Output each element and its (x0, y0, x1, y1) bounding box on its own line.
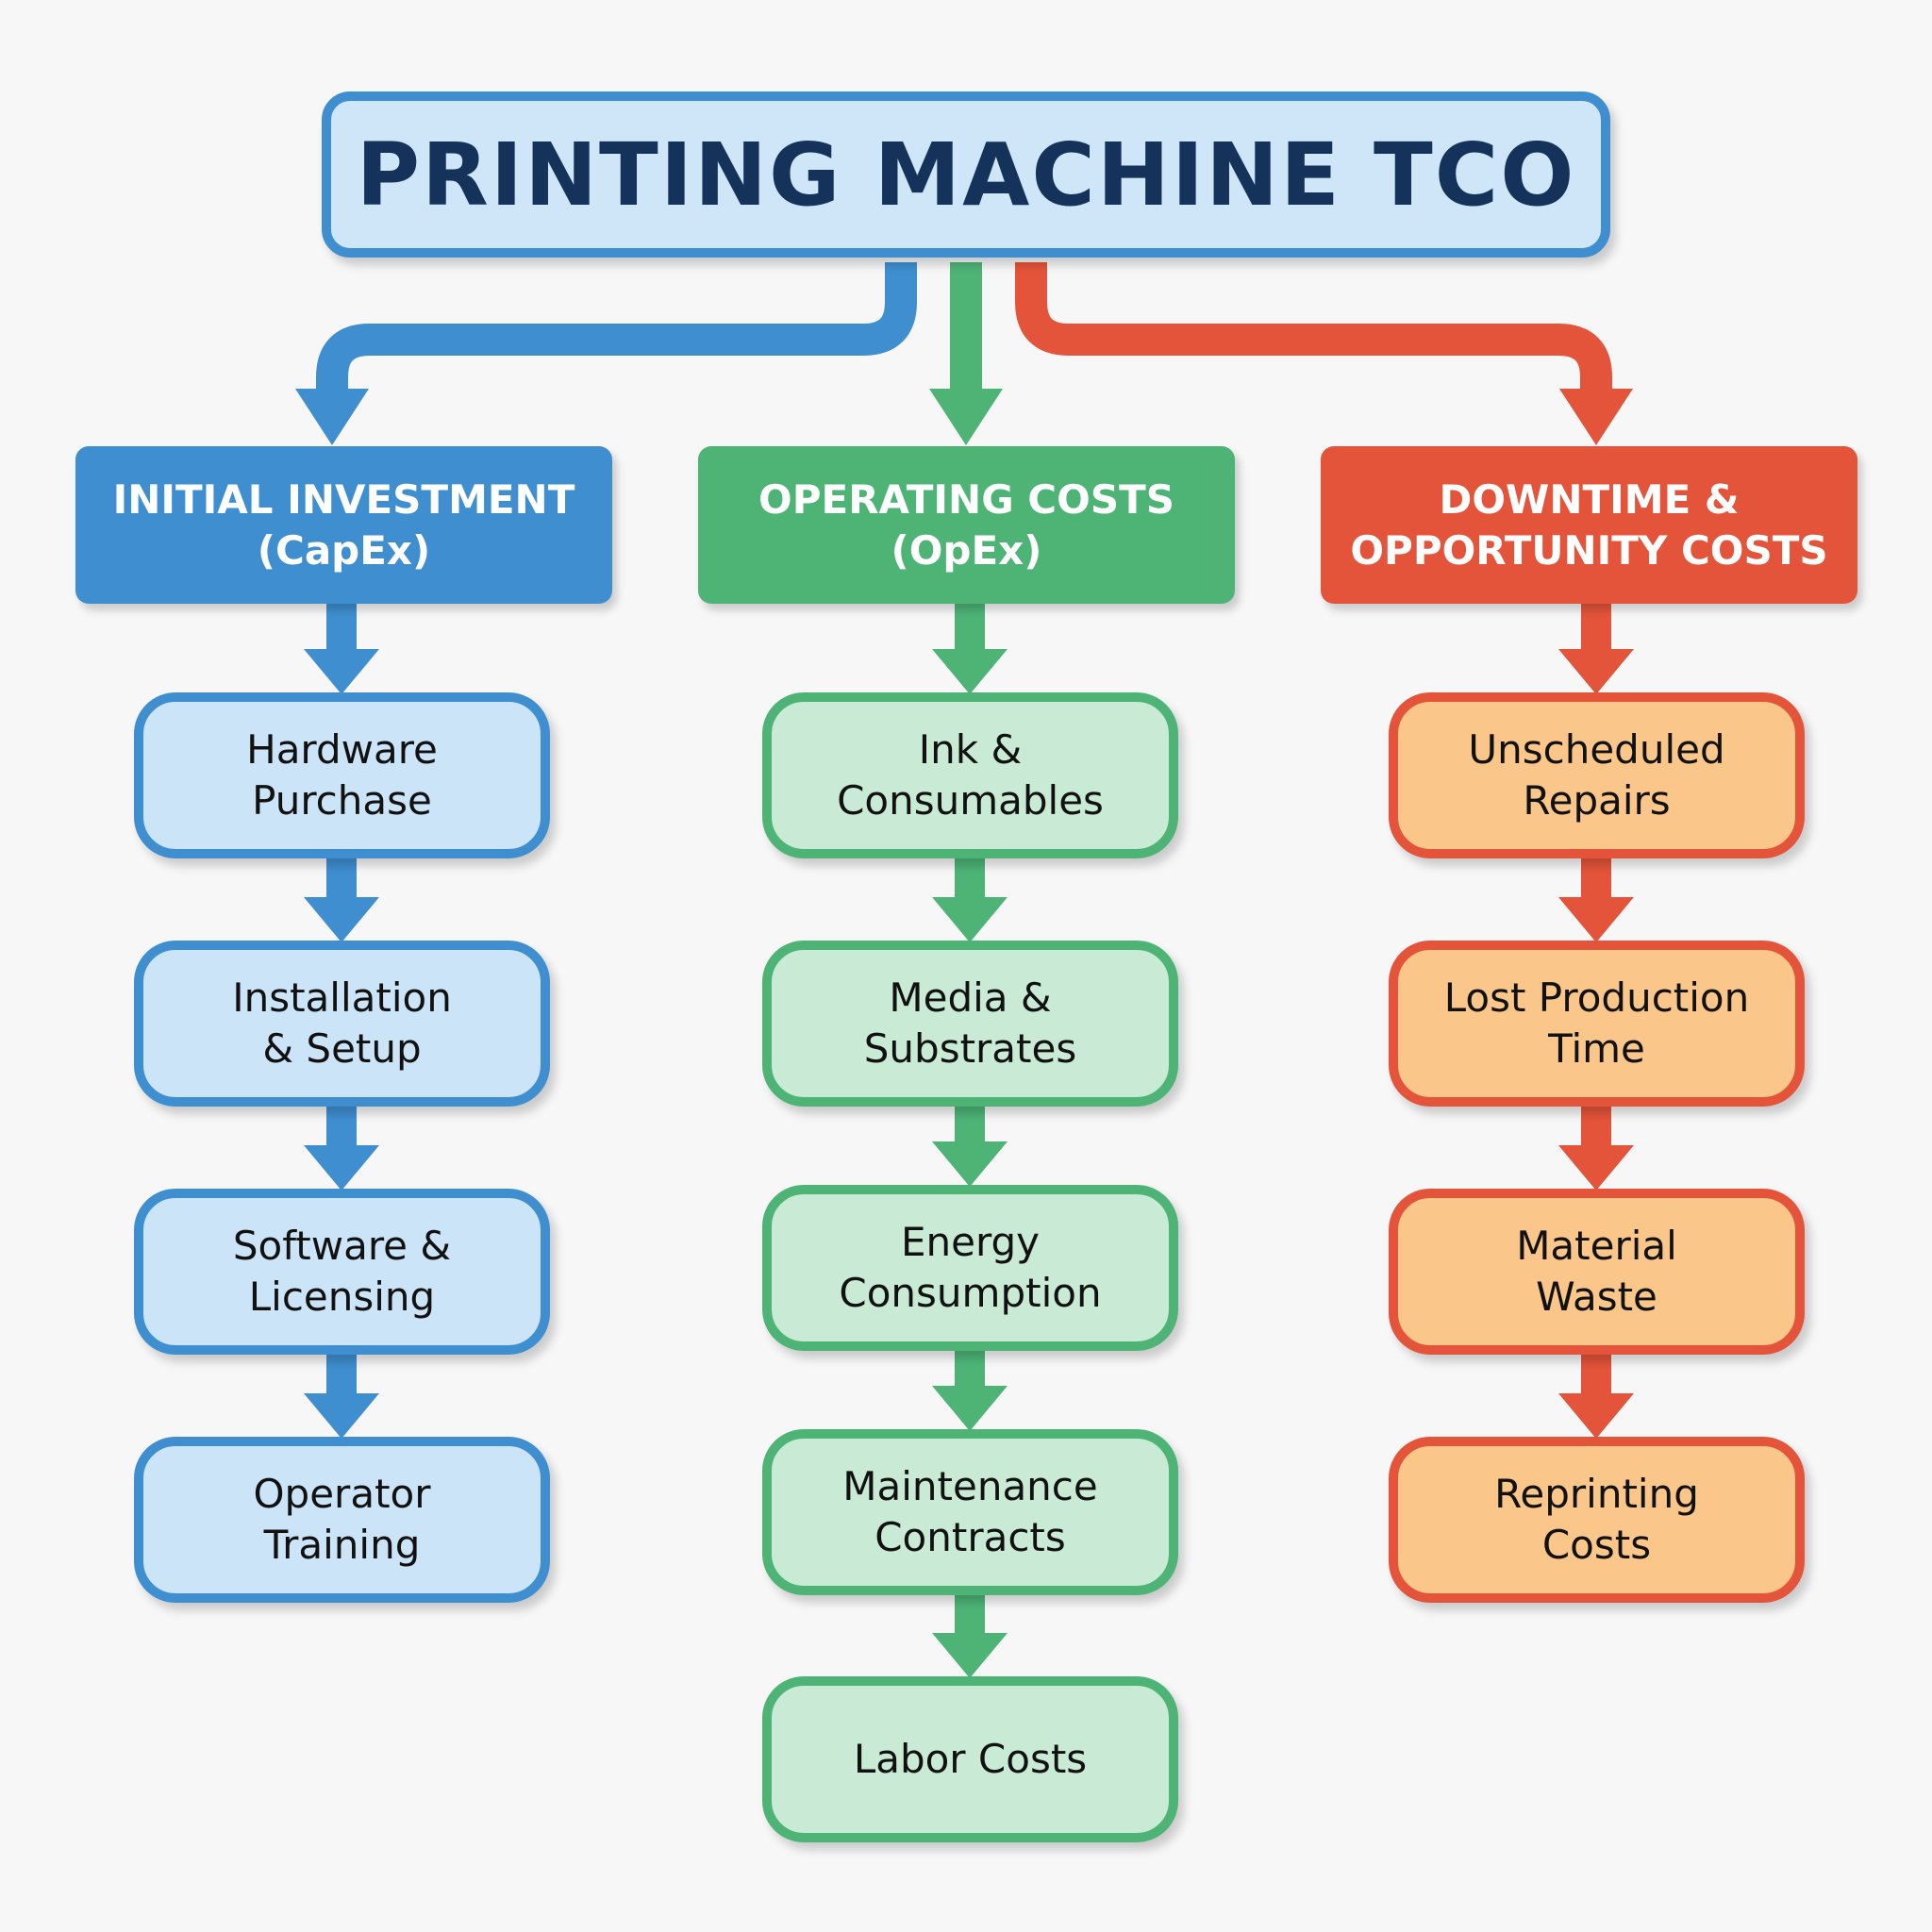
downtime-arrow-shaft-1 (1581, 604, 1611, 651)
item-label-line-1: Unscheduled (1468, 726, 1725, 773)
title-to-capex-arrowhead (295, 389, 369, 445)
capex-arrow-shaft-1 (326, 604, 357, 651)
item-label-line-2: Repairs (1523, 777, 1671, 824)
downtime-item-reprinting-costs: Reprinting Costs (1389, 1437, 1805, 1603)
item-label-line-2: Contracts (874, 1514, 1066, 1560)
downtime-header-line-2: OPPORTUNITY COSTS (1350, 526, 1828, 574)
item-label-line-1: Maintenance (842, 1463, 1098, 1509)
capex-item-installation-setup: Installation & Setup (134, 941, 550, 1107)
title-to-capex-connector (316, 262, 917, 396)
opex-arrow-shaft-3 (955, 1107, 985, 1143)
item-label-line-1: Reprinting (1494, 1471, 1699, 1517)
item-label-line-1: Lost Production (1443, 974, 1750, 1021)
downtime-arrowhead-1 (1558, 649, 1634, 694)
item-label-line-2: Purchase (252, 777, 432, 824)
downtime-arrow-shaft-3 (1581, 1107, 1611, 1147)
item-label-line-2: Consumables (837, 777, 1104, 824)
opex-arrow-shaft-2 (955, 858, 985, 899)
opex-arrowhead-3 (932, 1141, 1008, 1187)
item-label-line-2: Time (1548, 1025, 1645, 1072)
opex-header-line-1: OPERATING COSTS (758, 475, 1174, 523)
opex-arrowhead-4 (932, 1386, 1008, 1431)
capex-item-software-licensing: Software & Licensing (134, 1189, 550, 1355)
capex-item-operator-training: Operator Training (134, 1437, 550, 1603)
capex-arrowhead-4 (304, 1393, 379, 1439)
item-label-line-2: Consumption (839, 1270, 1102, 1316)
opex-item-media-substrates: Media & Substrates (762, 941, 1178, 1107)
title-to-downtime-connector (1015, 262, 1612, 396)
capex-arrow-shaft-2 (326, 858, 357, 899)
opex-arrowhead-2 (932, 897, 1008, 942)
item-label-line-2: Licensing (248, 1274, 436, 1320)
title-to-downtime-arrowhead (1559, 389, 1633, 445)
item-label-line-1: Software & (232, 1223, 452, 1269)
item-label-line-2: Substrates (863, 1025, 1077, 1072)
item-label-line-2: & Setup (262, 1025, 422, 1072)
downtime-arrowhead-2 (1558, 897, 1634, 942)
downtime-header-line-1: DOWNTIME & (1439, 475, 1740, 523)
opex-header-line-2: (OpEx) (891, 526, 1042, 574)
item-label-line-1: Labor Costs (853, 1736, 1088, 1782)
opex-arrowhead-1 (932, 649, 1008, 694)
downtime-header: DOWNTIME & OPPORTUNITY COSTS (1321, 446, 1857, 604)
capex-item-hardware-purchase: Hardware Purchase (134, 692, 550, 858)
capex-arrowhead-2 (304, 897, 379, 942)
downtime-item-unscheduled-repairs: Unscheduled Repairs (1389, 692, 1805, 858)
opex-arrowhead-5 (932, 1633, 1008, 1678)
capex-header-line-1: INITIAL INVESTMENT (112, 475, 575, 523)
page-title: PRINTING MACHINE TCO (356, 124, 1576, 225)
item-label-line-1: Material (1516, 1223, 1677, 1269)
capex-header: INITIAL INVESTMENT (CapEx) (75, 446, 612, 604)
opex-item-energy-consumption: Energy Consumption (762, 1185, 1178, 1351)
capex-arrow-shaft-3 (326, 1107, 357, 1147)
item-label-line-1: Ink & (918, 726, 1023, 773)
opex-arrow-shaft-4 (955, 1351, 985, 1388)
capex-arrowhead-3 (304, 1145, 379, 1191)
opex-item-labor-costs: Labor Costs (762, 1676, 1178, 1842)
capex-arrowhead-1 (304, 649, 379, 694)
downtime-arrowhead-4 (1558, 1393, 1634, 1439)
opex-item-ink-consumables: Ink & Consumables (762, 692, 1178, 858)
item-label-line-1: Operator (253, 1471, 431, 1517)
capex-header-line-2: (CapEx) (257, 526, 431, 574)
item-label-line-1: Media & (889, 974, 1052, 1021)
item-label-line-1: Hardware (246, 726, 438, 773)
title-to-opex-arrowhead (929, 389, 1003, 445)
opex-arrow-shaft-5 (955, 1595, 985, 1635)
item-label-line-2: Training (263, 1522, 421, 1568)
item-label-line-1: Installation (232, 974, 452, 1021)
item-label-line-2: Costs (1541, 1522, 1652, 1568)
downtime-arrowhead-3 (1558, 1145, 1634, 1191)
downtime-item-material-waste: Material Waste (1389, 1189, 1805, 1355)
downtime-arrow-shaft-4 (1581, 1355, 1611, 1395)
title-box: PRINTING MACHINE TCO (322, 92, 1610, 258)
capex-arrow-shaft-4 (326, 1355, 357, 1395)
opex-arrow-shaft-1 (955, 604, 985, 651)
opex-item-maintenance-contracts: Maintenance Contracts (762, 1429, 1178, 1595)
downtime-item-lost-production-time: Lost Production Time (1389, 941, 1805, 1107)
item-label-line-2: Waste (1536, 1274, 1657, 1320)
item-label-line-1: Energy (900, 1219, 1041, 1265)
downtime-arrow-shaft-2 (1581, 858, 1611, 899)
opex-header: OPERATING COSTS (OpEx) (698, 446, 1235, 604)
